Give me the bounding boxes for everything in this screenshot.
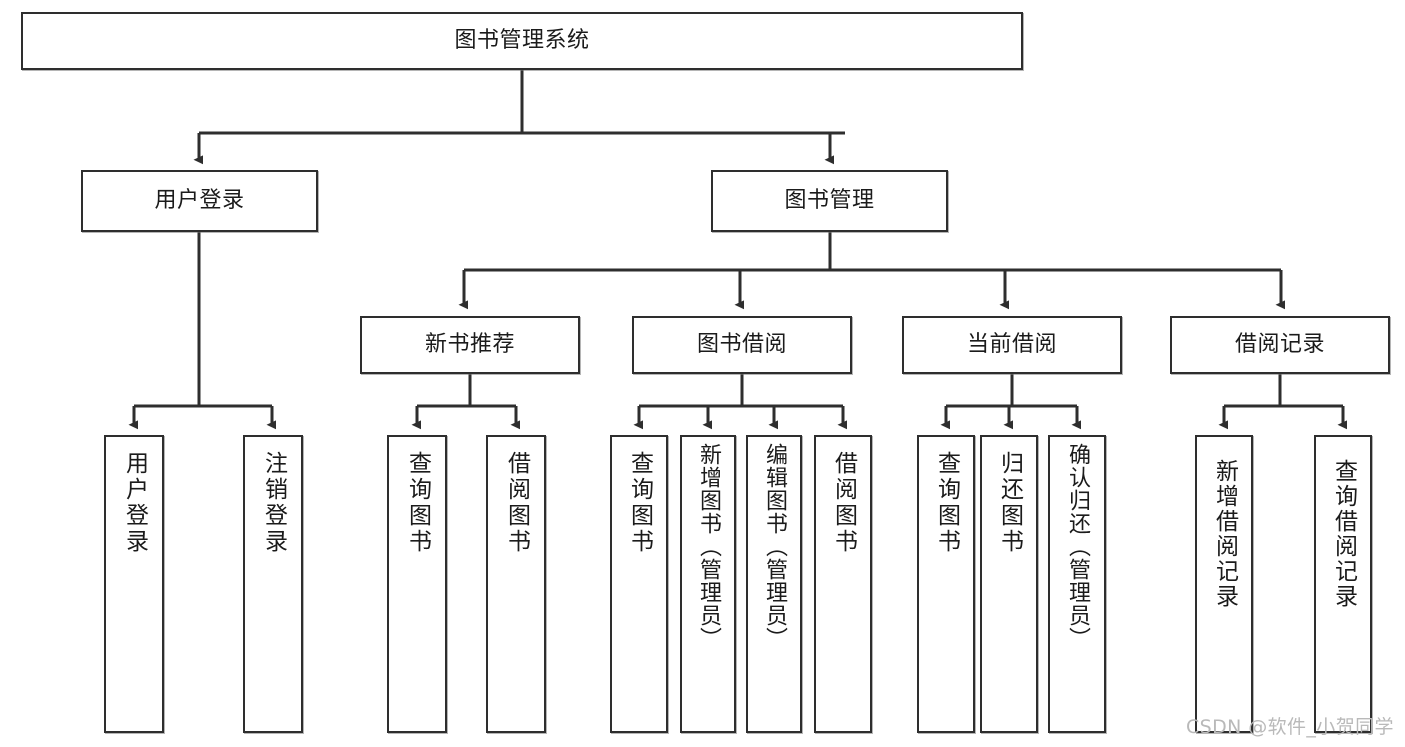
leaf-return-book-label: 归还图书	[996, 451, 1023, 555]
leaf-edit-book-admin[interactable]: 编辑图书（管理员）	[746, 435, 802, 733]
leaf-edit-book-admin-label: 编辑图书（管理员）	[762, 443, 787, 650]
leaf-lend-book-label: 借阅图书	[830, 451, 857, 555]
leaf-return-book[interactable]: 归还图书	[980, 435, 1038, 733]
leaf-confirm-return-admin[interactable]: 确认归还（管理员）	[1048, 435, 1106, 733]
leaf-add-borrow-record[interactable]: 新增借阅记录	[1195, 435, 1253, 733]
leaf-logout[interactable]: 注销登录	[243, 435, 303, 733]
node-new-book-recommend[interactable]: 新书推荐	[360, 316, 580, 374]
node-borrow-record-label: 借阅记录	[1234, 331, 1325, 357]
leaf-add-borrow-record-label: 新增借阅记录	[1211, 459, 1238, 609]
node-book-borrow[interactable]: 图书借阅	[632, 316, 852, 374]
leaf-query-book-current-label: 查询图书	[933, 451, 960, 555]
node-root-label: 图书管理系统	[454, 27, 590, 53]
leaf-query-book-borrow-label: 查询图书	[626, 451, 653, 555]
leaf-user-login[interactable]: 用户登录	[104, 435, 164, 733]
node-user-login-label: 用户登录	[154, 187, 245, 213]
csdn-watermark: CSDN @软件_小贺同学	[1186, 716, 1394, 738]
node-user-login[interactable]: 用户登录	[81, 170, 318, 232]
leaf-lend-book[interactable]: 借阅图书	[814, 435, 872, 733]
leaf-query-book-borrow[interactable]: 查询图书	[610, 435, 668, 733]
leaf-confirm-return-admin-label: 确认归还（管理员）	[1065, 443, 1090, 650]
node-new-book-recommend-label: 新书推荐	[424, 331, 515, 357]
node-book-management[interactable]: 图书管理	[711, 170, 948, 232]
leaf-borrow-book-newbook[interactable]: 借阅图书	[486, 435, 546, 733]
node-book-management-label: 图书管理	[784, 187, 875, 213]
node-current-borrow[interactable]: 当前借阅	[902, 316, 1122, 374]
leaf-logout-label: 注销登录	[260, 451, 287, 555]
node-book-borrow-label: 图书借阅	[696, 331, 787, 357]
leaf-add-book-admin-label: 新增图书（管理员）	[696, 443, 721, 650]
leaf-user-login-label: 用户登录	[121, 451, 148, 555]
leaf-query-book-current[interactable]: 查询图书	[917, 435, 975, 733]
node-root[interactable]: 图书管理系统	[21, 12, 1023, 70]
leaf-query-book-newbook-label: 查询图书	[404, 451, 431, 555]
leaf-add-book-admin[interactable]: 新增图书（管理员）	[680, 435, 736, 733]
leaf-query-borrow-record[interactable]: 查询借阅记录	[1314, 435, 1372, 733]
node-borrow-record[interactable]: 借阅记录	[1170, 316, 1390, 374]
leaf-borrow-book-newbook-label: 借阅图书	[503, 451, 530, 555]
leaf-query-book-newbook[interactable]: 查询图书	[387, 435, 447, 733]
node-current-borrow-label: 当前借阅	[966, 331, 1057, 357]
leaf-query-borrow-record-label: 查询借阅记录	[1330, 459, 1357, 609]
